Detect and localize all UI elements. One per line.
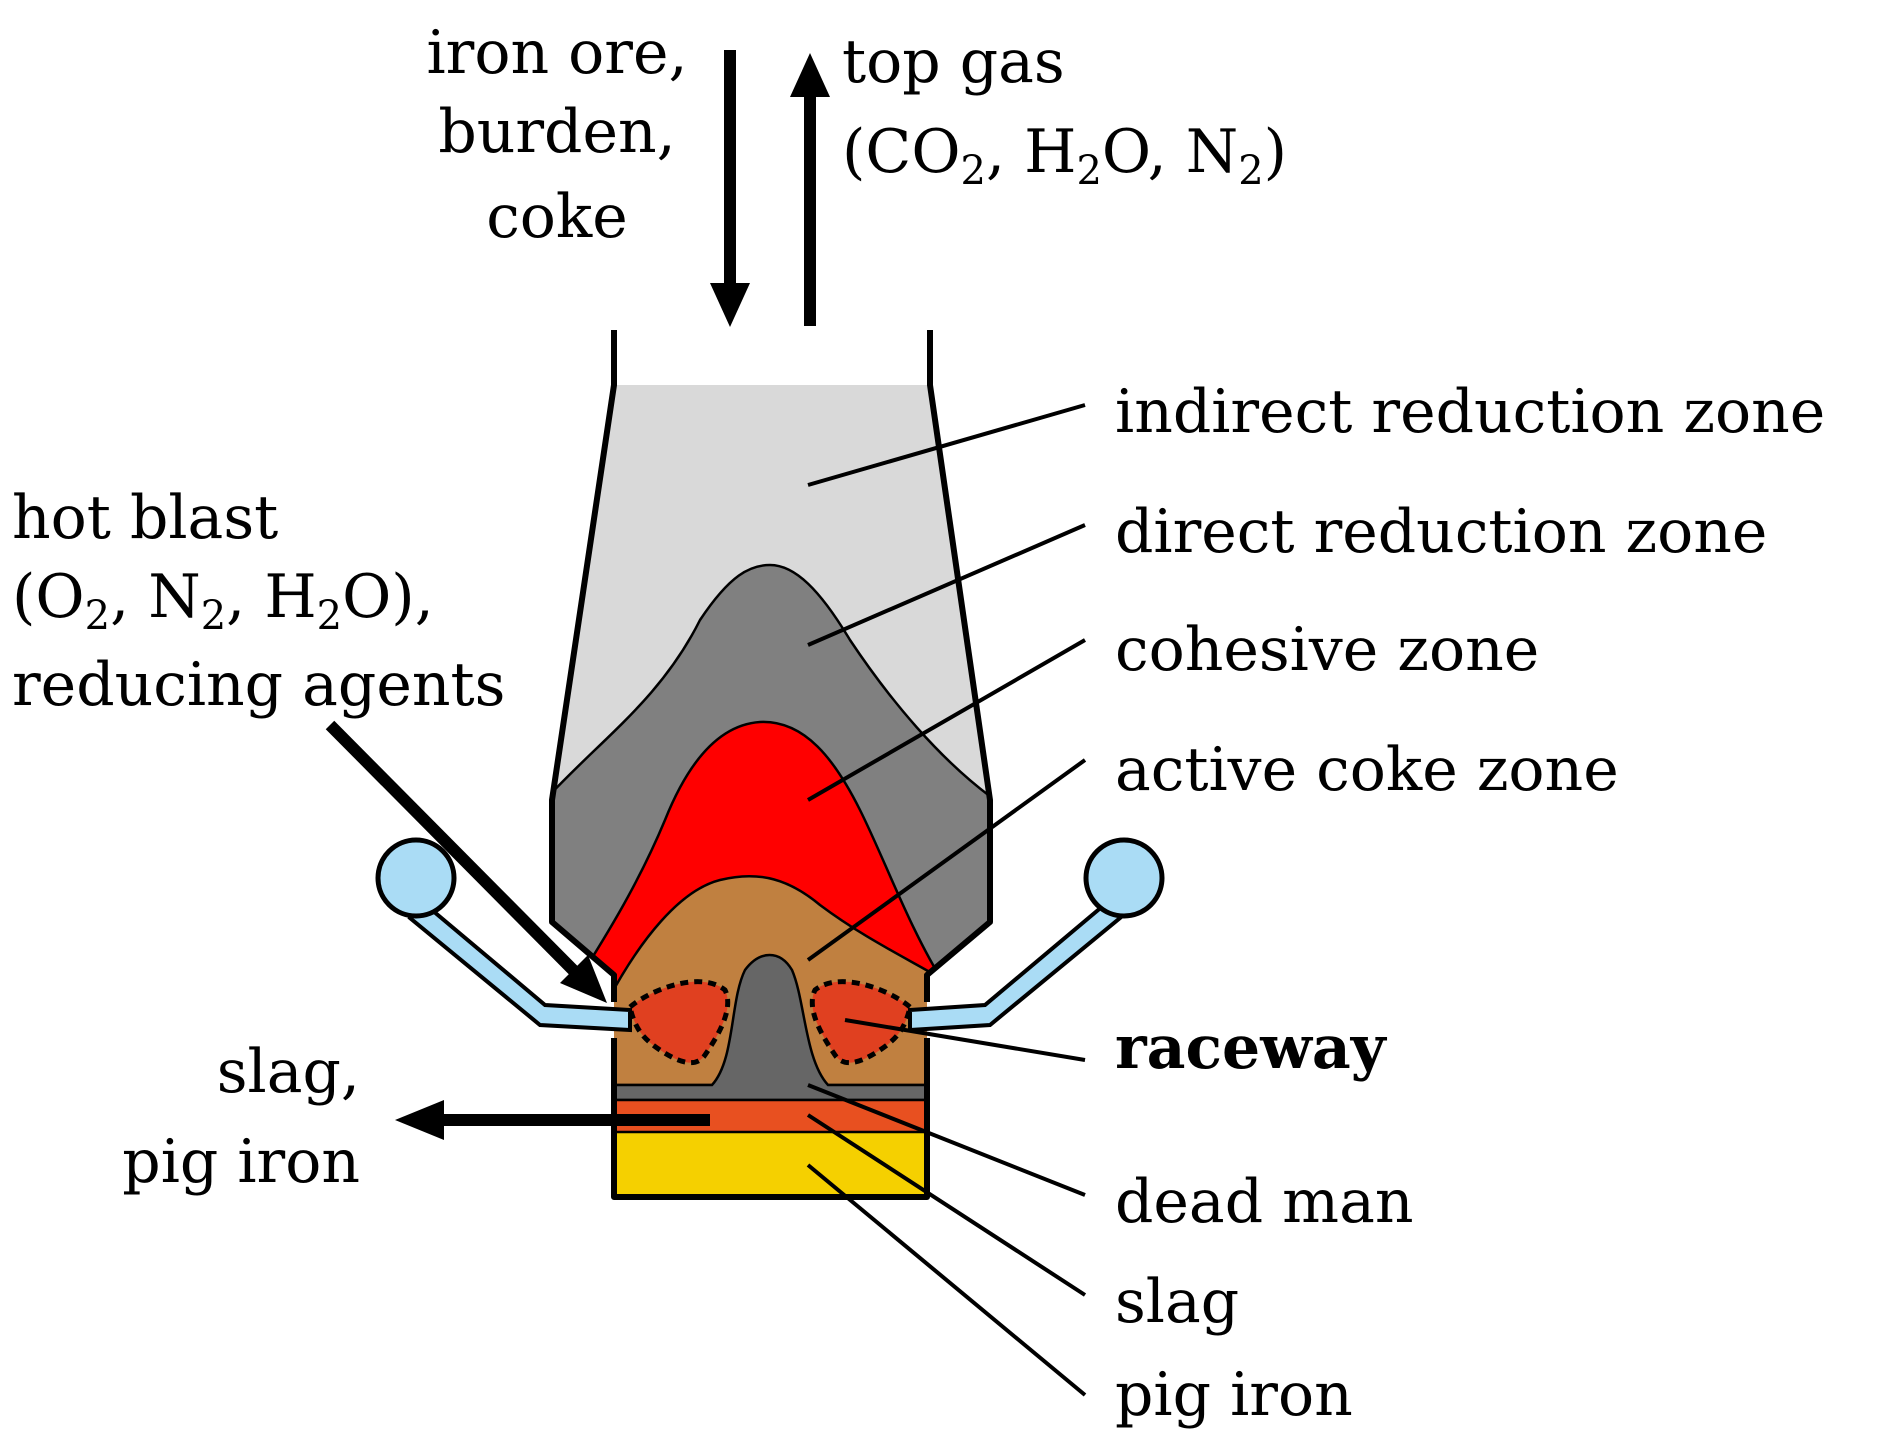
svg-text:iron ore,: iron ore, [426, 18, 687, 88]
label-dead-man: dead man [1115, 1167, 1413, 1237]
label-active-coke-zone: active coke zone [1115, 735, 1619, 805]
label-raceway: raceway [1115, 1013, 1388, 1083]
svg-text:(CO2, H2O, N2): (CO2, H2O, N2) [842, 117, 1287, 194]
leader-lines [806, 403, 1087, 1397]
raceway-left [630, 981, 728, 1063]
label-cohesive-zone: cohesive zone [1115, 615, 1539, 685]
svg-text:top gas: top gas [842, 27, 1065, 97]
tap-label: slag, pig iron [122, 1037, 360, 1197]
label-pig-iron: pig iron [1115, 1360, 1353, 1430]
charge-label: iron ore, burden, coke [426, 18, 687, 252]
svg-text:slag,: slag, [217, 1037, 360, 1107]
svg-text:pig iron: pig iron [122, 1127, 360, 1197]
zone-labels: indirect reduction zone direct reduction… [1115, 377, 1825, 1430]
raceway-left-outline [627, 979, 731, 1066]
dead-man-zone [606, 953, 937, 1102]
svg-text:reducing agents: reducing agents [12, 650, 505, 720]
svg-text:coke: coke [486, 182, 628, 252]
tap-left-arrow [395, 1100, 710, 1140]
furnace-zones [552, 385, 990, 1197]
tuyere-left [375, 837, 632, 1033]
svg-text:burden,: burden, [438, 97, 675, 167]
label-direct-reduction-zone: direct reduction zone [1115, 497, 1767, 567]
top-gas-up-arrow [790, 53, 830, 326]
label-slag: slag [1115, 1267, 1239, 1337]
svg-text:hot blast: hot blast [12, 483, 278, 553]
hot-blast-arrow [325, 720, 607, 1003]
label-indirect-reduction-zone: indirect reduction zone [1115, 377, 1825, 447]
svg-text:(O2, N2, H2O),: (O2, N2, H2O), [12, 562, 434, 639]
charge-down-arrow [710, 50, 750, 327]
raceway-right-outline [809, 979, 913, 1066]
hot-blast-label: hot blast (O2, N2, H2O), reducing agents [12, 483, 505, 720]
top-gas-label: top gas (CO2, H2O, N2) [842, 27, 1287, 194]
